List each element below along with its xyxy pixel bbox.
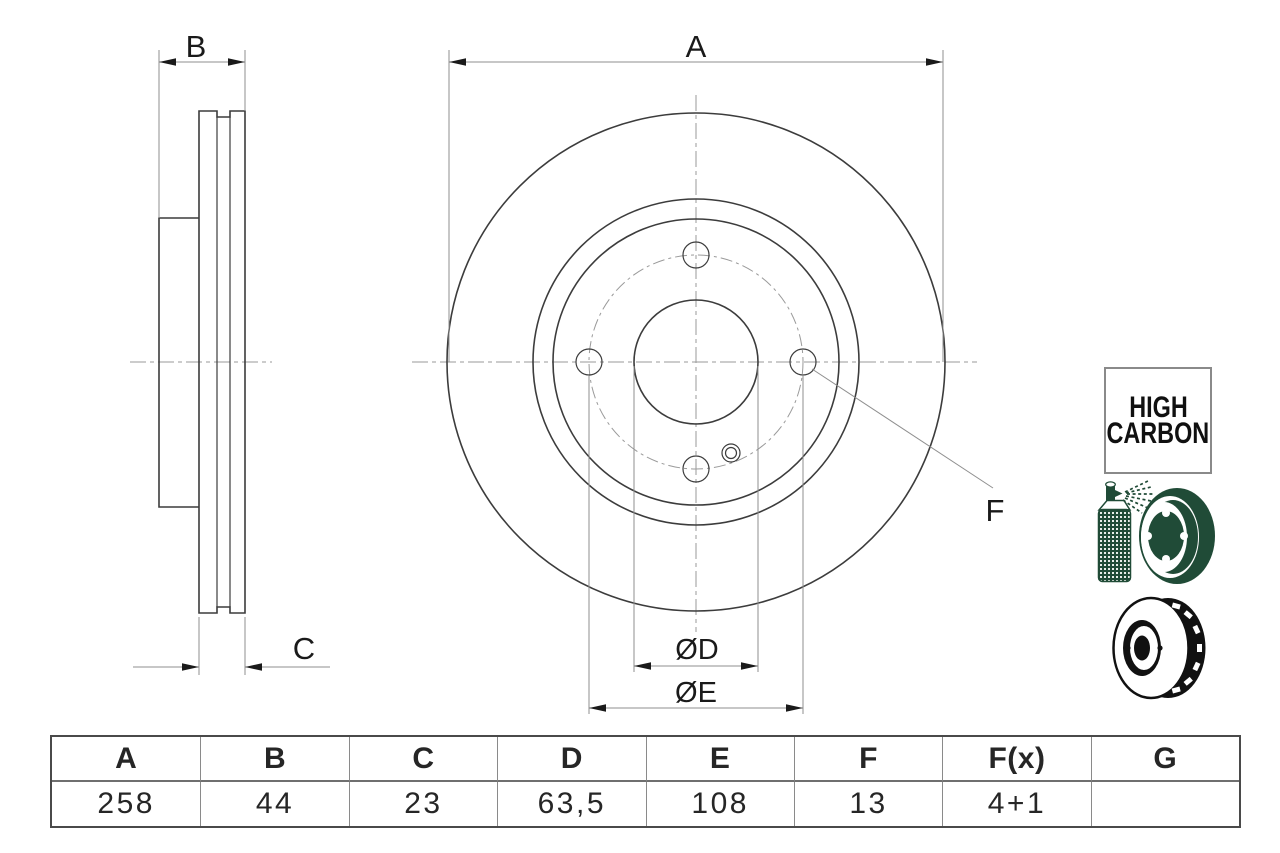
vent-slots	[1171, 602, 1202, 694]
table-header-c: C	[348, 737, 498, 782]
hat-circle	[552, 218, 840, 506]
arrowhead	[228, 58, 245, 66]
spray-lines	[1122, 480, 1153, 514]
label-f: F	[811, 368, 1005, 528]
table-value-c: 23	[348, 782, 497, 826]
coating-spray-icon	[1097, 480, 1215, 584]
table-header-b: B	[200, 737, 349, 782]
dimension-table: A B C D E F F(x) G 258 44 23 63,5 108 13…	[50, 735, 1241, 828]
dim-label-a: A	[686, 29, 707, 64]
table-header-f: F	[793, 737, 943, 782]
leader-line	[811, 368, 994, 489]
table-header-g: G	[1090, 737, 1239, 782]
set-screw-hole-inner	[724, 446, 738, 460]
hat-outline	[158, 217, 199, 508]
arrowhead	[449, 58, 466, 66]
dimension-a: A	[448, 29, 944, 362]
arrowhead	[589, 704, 606, 712]
bolt-circle	[588, 254, 804, 470]
bolt-hole-bottom	[682, 455, 710, 483]
bolt-hole-right	[789, 348, 817, 376]
table-header-a: A	[52, 737, 201, 782]
table-value-d: 63,5	[497, 782, 645, 826]
dimension-e: ØE	[588, 376, 804, 714]
dim-label-f: F	[986, 493, 1005, 528]
high-carbon-line2: CARBON	[1106, 416, 1210, 450]
dimension-b: B	[158, 29, 246, 218]
high-carbon-badge: HIGH CARBON	[1104, 367, 1212, 474]
table-value-a: 258	[97, 787, 155, 820]
table-header-e: E	[645, 737, 794, 782]
arrowhead	[159, 58, 176, 66]
set-screw-hole-outer	[721, 443, 741, 463]
table-header-fx: F(x)	[942, 737, 1091, 782]
side-view	[130, 110, 272, 614]
friction-surface-inner-circle	[532, 198, 860, 526]
dim-label-c: C	[293, 631, 315, 666]
table-value-e: 108	[645, 782, 794, 826]
front-view	[412, 95, 977, 632]
spray-can	[1097, 480, 1153, 583]
bolt-hole-left	[575, 348, 603, 376]
high-carbon-line1: HIGH	[1128, 390, 1188, 424]
coated-disc	[1139, 488, 1215, 584]
table-value-b: 44	[200, 782, 348, 826]
arrowhead	[245, 663, 262, 671]
arrowhead	[634, 662, 651, 670]
table-header-d: D	[497, 737, 646, 782]
arrowhead	[182, 663, 199, 671]
dimension-d: ØD	[633, 366, 759, 672]
outer-diameter-circle	[446, 112, 946, 612]
arrowhead	[741, 662, 758, 670]
arrowhead	[926, 58, 943, 66]
bolt-hole-top	[682, 241, 710, 269]
vented-disc-body	[1112, 596, 1206, 700]
table-value-f: 13	[793, 782, 942, 826]
vented-disc-icon	[1112, 596, 1206, 700]
dim-label-b: B	[186, 29, 207, 64]
center-bore-circle	[633, 299, 759, 425]
table-value-fx: 4+1	[942, 782, 1090, 826]
table-value-g	[1090, 782, 1239, 826]
arrowhead	[786, 704, 803, 712]
dim-label-d: ØD	[675, 634, 719, 666]
dim-label-e: ØE	[675, 677, 717, 709]
technical-drawing: A B C ØD	[130, 29, 1005, 714]
dimension-c: C	[133, 617, 330, 675]
